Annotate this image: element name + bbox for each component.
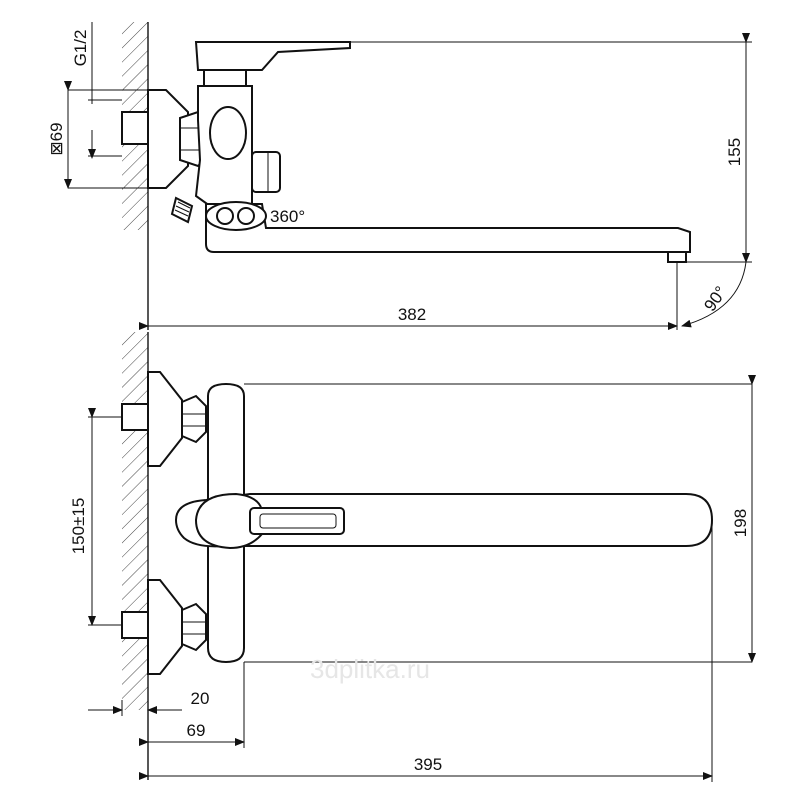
length-382-label: 382: [398, 305, 426, 324]
depth-20-label: 20: [191, 689, 210, 708]
watermark: 3dplitka.ru: [310, 654, 430, 684]
length-395-label: 395: [414, 755, 442, 774]
height-155-label: 155: [725, 138, 744, 166]
bottom-view: 150±15 198 20 69 395: [69, 332, 756, 782]
eccentric-lower: [121, 611, 149, 639]
escutcheon-lower: [147, 579, 183, 675]
lever-handle-bottom: [249, 507, 345, 535]
angle-arc: [681, 261, 747, 328]
swivel-circle-right: [237, 207, 255, 225]
side-outlet: [251, 151, 281, 193]
rotation-label: 360°: [270, 207, 305, 226]
top-view: G1/2 ⊠69 360° 155 382 90°: [47, 22, 752, 330]
lever-handle-top: [194, 41, 351, 71]
lever-slot: [259, 513, 337, 529]
swivel-ring: [205, 201, 267, 231]
thread-label: G1/2: [71, 30, 90, 67]
eccentric-upper: [121, 403, 149, 431]
angle-label: 90°: [700, 283, 730, 315]
hex-nut-lower: [181, 602, 207, 652]
height-198-label: 198: [731, 509, 750, 537]
handle-cartridge: [203, 69, 247, 87]
hex-size-label: ⊠69: [47, 122, 66, 155]
body-oval: [209, 106, 247, 160]
escutcheon-upper: [147, 371, 183, 467]
depth-69-label: 69: [187, 721, 206, 740]
spacing-label: 150±15: [69, 498, 88, 555]
wall-hatch-bottom: [122, 332, 148, 710]
eccentric-pipe: [121, 111, 149, 145]
spout-top: [205, 203, 691, 253]
hex-nut-upper: [181, 394, 207, 444]
aerator: [667, 251, 687, 263]
swivel-circle-left: [216, 207, 234, 225]
